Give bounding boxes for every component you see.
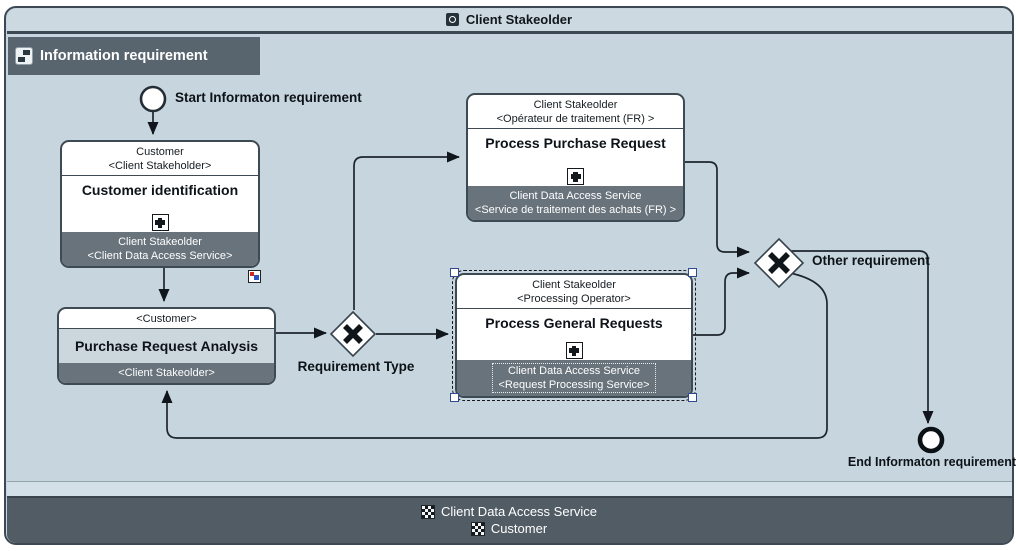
participant-label: Client Data Access Service [440, 503, 598, 519]
task-title: Purchase Request Analysis [74, 338, 259, 354]
task-footer: Client Data Access Service <Service de t… [468, 186, 683, 220]
subprocess-plus-icon[interactable] [567, 168, 584, 185]
flow-other-requirement-to-end[interactable] [791, 250, 934, 424]
task-customer-identification[interactable]: Customer <Client Stakeholder> Customer i… [60, 140, 260, 268]
task-body: Customer identification [62, 176, 258, 232]
checker-participant-icon [470, 521, 485, 536]
participant-row: Client Data Access Service [420, 503, 598, 520]
flow-other-requirement-loop-to-purchase-request-analysis[interactable] [161, 272, 828, 439]
selection-handle-bottom-right[interactable] [688, 393, 697, 402]
task-header: Client Stakeolder <Opérateur de traiteme… [468, 95, 683, 129]
lane-title: Information requirement [40, 48, 208, 64]
task-process-general-requests[interactable]: Client Stakeolder <Processing Operator> … [452, 270, 696, 401]
task-title: Customer identification [81, 182, 239, 198]
pool-bottom-strip [6, 481, 1012, 496]
task-body: Process General Requests [457, 309, 691, 360]
pool-title: Client Stakeolder [465, 12, 573, 27]
task-title: Process Purchase Request [485, 135, 666, 151]
task-body: Purchase Request Analysis [59, 329, 274, 363]
process-icon [15, 47, 33, 65]
pool-title-bar[interactable]: Client Stakeolder [6, 8, 1012, 34]
other-requirement-label: Other requirement [812, 253, 930, 268]
start-event[interactable] [139, 85, 167, 113]
constraint-marker-icon[interactable] [248, 270, 261, 283]
end-event-label: End Informaton requirement [847, 455, 1016, 469]
subprocess-plus-icon[interactable] [151, 214, 169, 231]
task-process-purchase-request[interactable]: Client Stakeolder <Opérateur de traiteme… [466, 93, 685, 222]
task-header: Customer <Client Stakeholder> [62, 142, 258, 176]
task-footer: <Client Stakeolder> [59, 363, 274, 383]
task-title: Process General Requests [485, 315, 663, 331]
lane-information-requirement[interactable]: Information requirement [8, 37, 260, 75]
flow-requirement-type-to-process-purchase-request[interactable] [353, 151, 460, 310]
selection-handle-top-right[interactable] [688, 268, 697, 277]
selection-handle-top-left[interactable] [450, 268, 459, 277]
start-event-label: Start Informaton requirement [175, 90, 362, 105]
task-body: Process Purchase Request [468, 129, 683, 186]
collaboration-icon [445, 13, 459, 26]
checker-participant-icon [420, 504, 435, 519]
flow-process-purchase-request-to-other-requirement[interactable] [685, 161, 750, 258]
gateway-other-requirement[interactable] [753, 237, 805, 289]
participant-label: Customer [490, 520, 548, 536]
gateway-requirement-type[interactable] [329, 310, 377, 358]
selection-handle-bottom-left[interactable] [450, 393, 459, 402]
flow-process-general-requests-to-other-requirement[interactable] [693, 267, 750, 336]
task-purchase-request-analysis[interactable]: <Customer> Purchase Request Analysis <Cl… [57, 307, 276, 385]
pool-participants-band[interactable]: Client Data Access Service Customer [6, 496, 1012, 543]
subprocess-plus-icon[interactable] [565, 342, 583, 359]
task-header: Client Stakeolder <Processing Operator> [457, 275, 691, 309]
participant-row: Customer [470, 520, 548, 537]
requirement-type-label: Requirement Type [297, 359, 415, 374]
end-event[interactable] [917, 426, 945, 454]
task-footer: Client Stakeolder <Client Data Access Se… [62, 232, 258, 266]
task-footer: Client Data Access Service <Request Proc… [457, 360, 691, 396]
selected-footer-text: Client Data Access Service <Request Proc… [492, 363, 656, 393]
task-header: <Customer> [59, 309, 274, 329]
